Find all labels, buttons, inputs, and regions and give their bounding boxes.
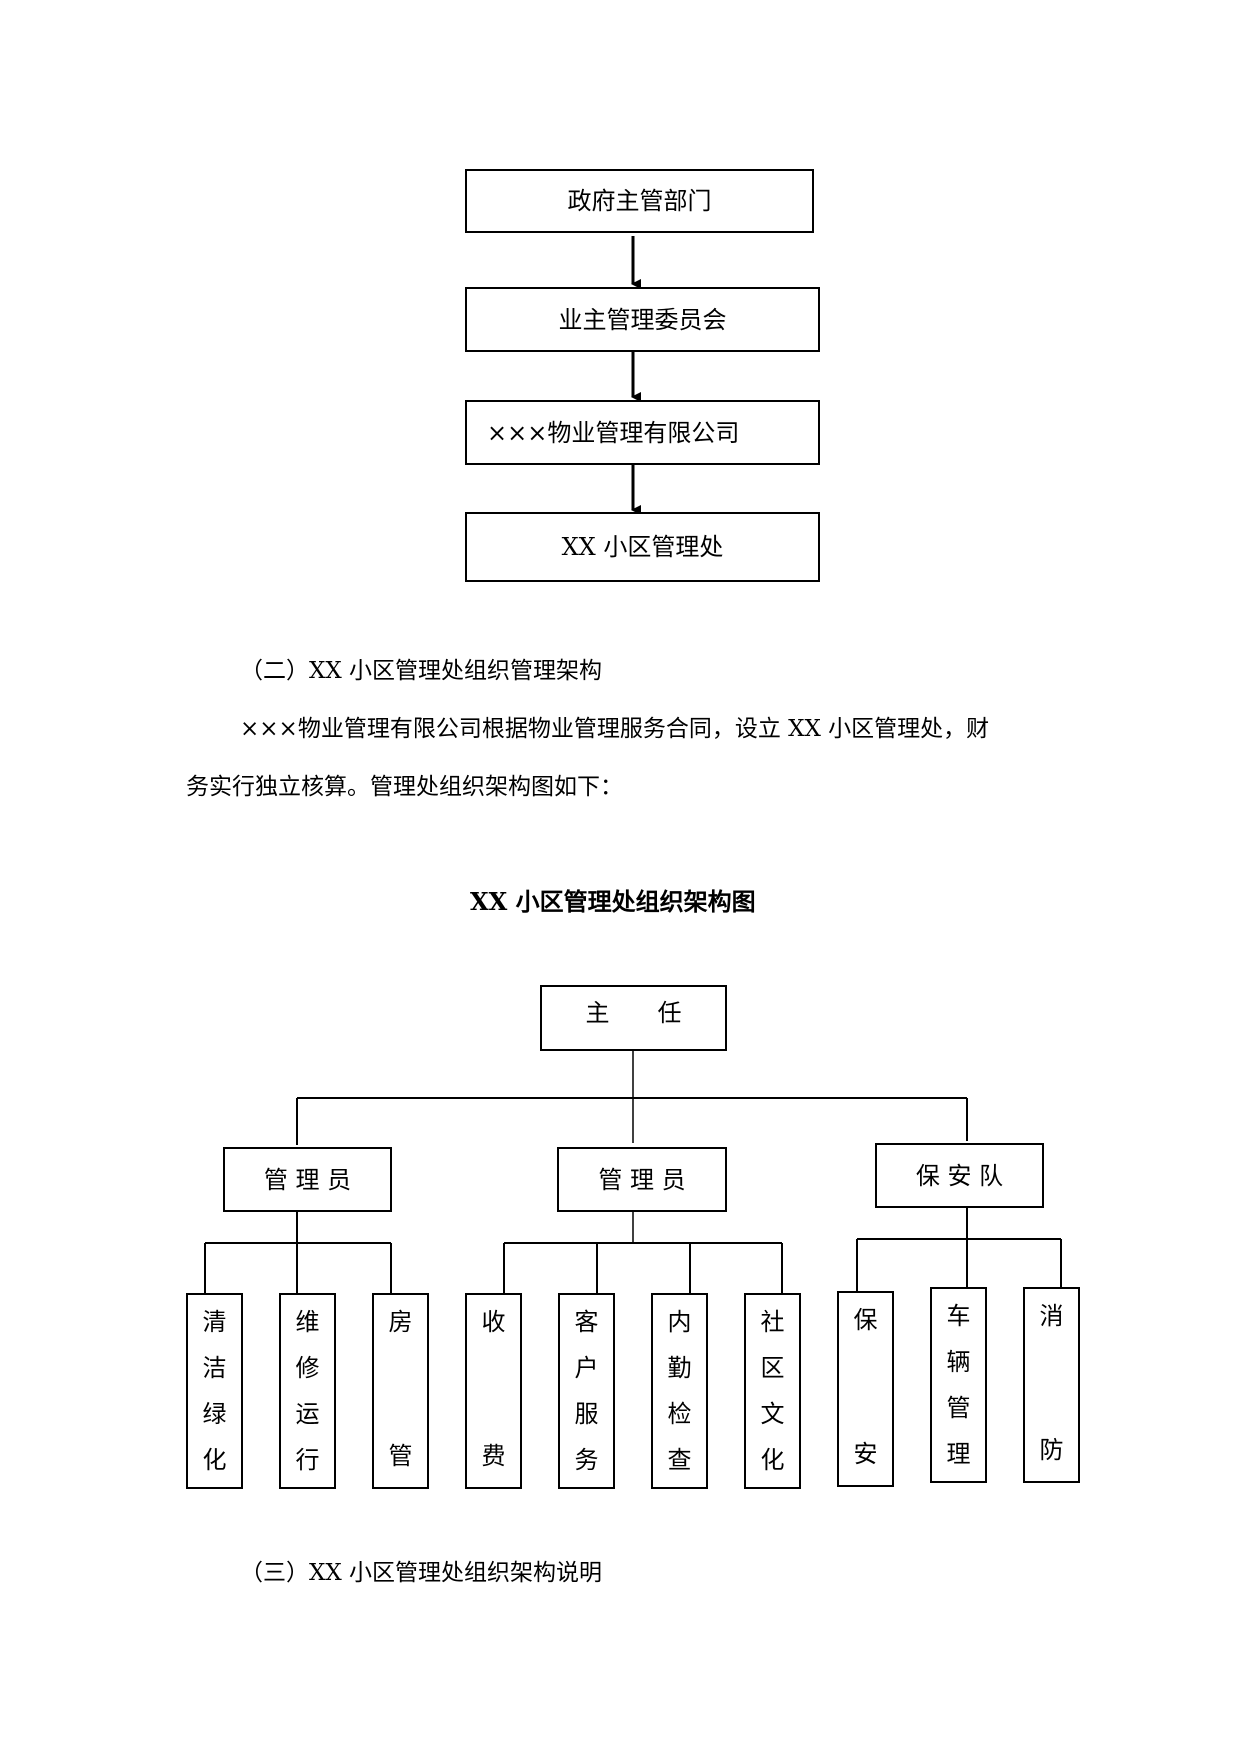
- section2-paragraph-line1: ×××物业管理有限公司根据物业管理服务合同，设立 XX 小区管理处，财: [240, 716, 990, 742]
- org-leaf-internal-inspection: 内 勤 检 查: [651, 1293, 708, 1489]
- org-chart-title: XX 小区管理处组织架构图: [470, 887, 756, 916]
- org-leaf-vehicle-management: 车 辆 管 理: [930, 1287, 987, 1483]
- org-leaf-fee-collection: 收 费: [465, 1293, 522, 1489]
- org-manager-2: 管 理 员: [557, 1147, 727, 1212]
- org-leaf-customer-service: 客 户 服 务: [558, 1293, 615, 1489]
- org-leaf-fire-prevention: 消 防: [1023, 1287, 1080, 1483]
- org-leaf-community-culture: 社 区 文 化: [744, 1293, 801, 1489]
- org-leaf-housing-management: 房 管: [372, 1293, 429, 1489]
- flow-box-property-company: ×××物业管理有限公司: [465, 400, 820, 465]
- section2-heading: （二）XX 小区管理处组织管理架构: [240, 658, 603, 684]
- org-manager-1: 管 理 员: [223, 1147, 392, 1212]
- flow-box-management-office: XX 小区管理处: [465, 512, 820, 582]
- section2-paragraph-line2: 务实行独立核算。管理处组织架构图如下：: [186, 774, 623, 800]
- org-security-team: 保 安 队: [875, 1143, 1044, 1208]
- org-leaf-cleaning-greening: 清 洁 绿 化: [186, 1293, 243, 1489]
- section3-heading: （三）XX 小区管理处组织架构说明: [240, 1560, 603, 1586]
- flow-box-government: 政府主管部门: [465, 169, 814, 233]
- flow-box-owners-committee: 业主管理委员会: [465, 287, 820, 352]
- org-leaf-security: 保 安: [837, 1291, 894, 1487]
- org-root-director: 主 任: [540, 985, 727, 1051]
- org-leaf-maintenance-operation: 维 修 运 行: [279, 1293, 336, 1489]
